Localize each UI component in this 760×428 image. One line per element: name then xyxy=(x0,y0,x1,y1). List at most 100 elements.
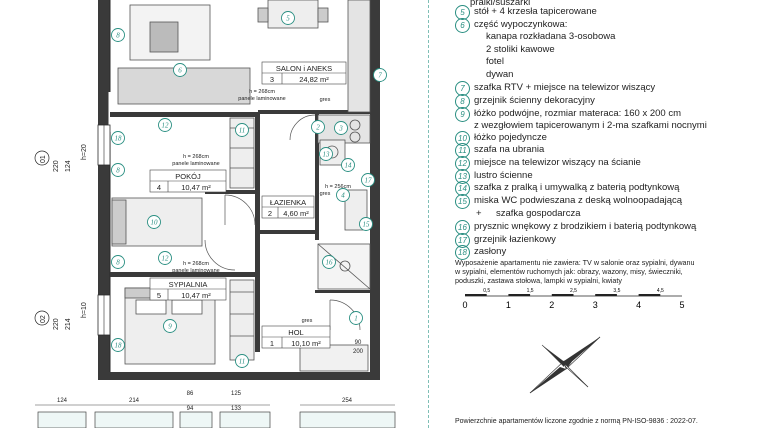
marker-circle-8 xyxy=(111,255,125,269)
room-height-pokoj: h = 268cm xyxy=(183,154,209,160)
marker-circle-18 xyxy=(111,338,125,352)
dim-bottom-1: 124 xyxy=(57,398,68,404)
legend-subitem: dywan xyxy=(486,69,514,80)
window-code-2: 02 xyxy=(40,315,47,323)
marker-circle-12 xyxy=(158,251,172,265)
marker-11: 11 xyxy=(239,127,245,135)
dim-bottom-6: 133 xyxy=(231,406,242,412)
marker-circle-18 xyxy=(111,131,125,145)
room-num-lazienka: 2 xyxy=(268,209,272,218)
room-num-salon: 3 xyxy=(270,75,274,84)
legend-subitem: kanapa rozkładana 3-osobowa xyxy=(486,31,616,42)
room-area-lazienka: 4,60 m² xyxy=(283,209,309,218)
marker-circle-7 xyxy=(373,68,387,82)
room-floor-sypialnia: panele laminowane xyxy=(172,268,219,274)
marker-circle-13 xyxy=(319,147,333,161)
room-name-salon: SALON i ANEKS xyxy=(276,64,332,73)
room-height-salon: h = 268cm xyxy=(249,89,275,95)
dim-bottom-2: 214 xyxy=(129,398,140,404)
room-area-pokoj: 10,47 m² xyxy=(181,183,211,192)
window-code-1: 01 xyxy=(40,155,47,163)
marker-circle-9 xyxy=(163,319,177,333)
marker-circle-4 xyxy=(336,188,350,202)
scale-major-label: 2 xyxy=(549,300,554,310)
floor-gres-1: gres xyxy=(320,97,331,103)
scale-minor-label: 4,5 xyxy=(657,288,664,294)
room-name-lazienka: ŁAZIENKA xyxy=(270,198,306,207)
marker-12: 12 xyxy=(162,255,170,263)
scale-segment xyxy=(638,294,661,296)
marker-12: 12 xyxy=(162,122,170,130)
scale-segment xyxy=(595,294,617,296)
room-num-hol: 1 xyxy=(270,339,274,348)
marker-circle-10 xyxy=(147,215,161,229)
dim-left-6: h=10 xyxy=(81,302,88,318)
marker-circle-8 xyxy=(111,163,125,177)
legend-subitem: 2 stoliki kawowe xyxy=(486,44,555,55)
marker-circle-1 xyxy=(349,311,363,325)
marker-circle-6 xyxy=(173,63,187,77)
legend-plus: + xyxy=(476,208,482,219)
room-area-hol: 10,10 m² xyxy=(291,339,321,348)
dim-bottom-3: 86 xyxy=(187,391,194,397)
marker-9: 9 xyxy=(168,323,172,331)
dim-left-4: 220 xyxy=(53,318,60,330)
marker-circle-12 xyxy=(158,118,172,132)
marker-13: 13 xyxy=(323,151,331,159)
legend-item-text: prysznic wnękowy z brodzikiem i baterią … xyxy=(474,221,697,232)
room-name-pokoj: POKÓJ xyxy=(175,172,201,181)
marker-circle-11 xyxy=(235,354,249,368)
marker-8: 8 xyxy=(116,259,120,267)
legend-subitem: z wezgłowiem tapicerowanym i 2-ma szafka… xyxy=(474,120,707,131)
walls xyxy=(97,0,380,380)
footnote: Powierzchnie apartamentów liczone zgodni… xyxy=(455,418,698,425)
marker-7: 7 xyxy=(378,72,382,80)
marker-15: 15 xyxy=(363,221,371,229)
legend-subitem: fotel xyxy=(486,56,504,67)
scale-segment xyxy=(551,294,574,296)
legend-divider xyxy=(428,0,430,428)
marker-circle-3 xyxy=(334,121,348,135)
legend-item-text: miska WC podwieszana z deską wolnoopadaj… xyxy=(474,195,683,206)
floor-gres-2: gres xyxy=(302,318,313,324)
room-name-sypialnia: SYPIALNIA xyxy=(169,280,208,289)
room-height-lazienka: h = 256cm xyxy=(325,184,351,190)
dim-left-1: 220 xyxy=(53,160,60,172)
legend-item-text: stół + 4 krzesła tapicerowane xyxy=(474,6,597,17)
marker-circle-5 xyxy=(281,11,295,25)
marker-11: 11 xyxy=(239,358,245,366)
scale-minor-label: 2,5 xyxy=(570,288,577,294)
legend-item-text: łóżko pojedyncze xyxy=(474,132,547,143)
marker-circle-2 xyxy=(311,120,325,134)
room-name-hol: HOL xyxy=(288,328,303,337)
room-area-sypialnia: 10,47 m² xyxy=(181,291,211,300)
legend-item-text: grzejnik ścienny dekoracyjny xyxy=(474,95,595,106)
marker-circle-17 xyxy=(361,173,375,187)
marker-8: 8 xyxy=(116,32,120,40)
marker-18: 18 xyxy=(115,342,123,350)
scale-major-label: 0 xyxy=(462,300,467,310)
legend-item-text: łóżko podwójne, rozmiar materaca: 160 x … xyxy=(474,108,681,119)
scale-segment xyxy=(465,294,487,296)
legend-marker-6: 6 xyxy=(455,18,470,33)
legend-note: Wyposażenie apartamentu nie zawiera: TV … xyxy=(455,258,695,285)
dim-bottom-7: 254 xyxy=(342,398,353,404)
scale-minor-label: 1,5 xyxy=(527,288,534,294)
marker-circle-11 xyxy=(235,123,249,137)
scale-minor-label: 3,5 xyxy=(613,288,620,294)
north-arrow xyxy=(529,336,601,394)
marker-4: 4 xyxy=(341,192,345,200)
room-floor-lazienka: gres xyxy=(320,191,331,197)
legend-item-text: lustro ścienne xyxy=(474,170,533,181)
legend-item-text: szafka z pralką i umywalką z baterią pod… xyxy=(474,182,680,193)
scale-major-label: 1 xyxy=(506,300,511,310)
marker-circle-8 xyxy=(111,28,125,42)
scale-major-label: 3 xyxy=(593,300,598,310)
room-area-salon: 24,82 m² xyxy=(299,75,329,84)
legend-marker-9: 9 xyxy=(455,107,470,122)
window-elevations xyxy=(35,404,396,428)
legend-item-text: szafka gospodarcza xyxy=(496,208,581,219)
marker-14: 14 xyxy=(345,162,353,170)
